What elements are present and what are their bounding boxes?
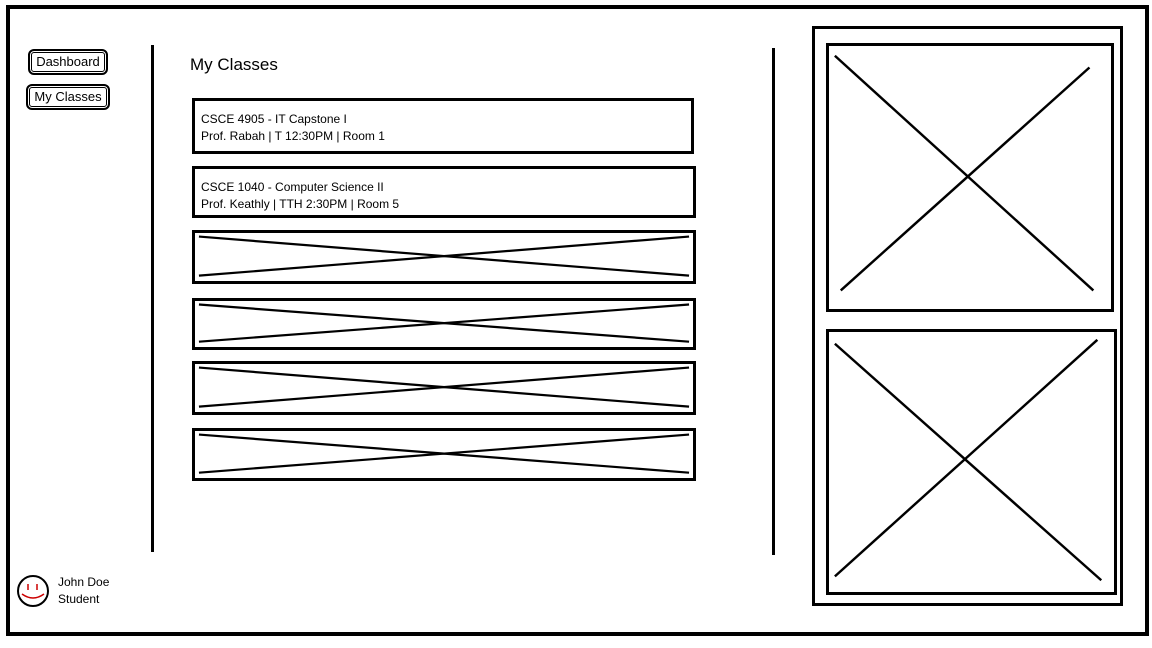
image-placeholder-icon	[198, 235, 690, 277]
class-card-placeholder	[192, 298, 696, 350]
class-title: CSCE 4905 - IT Capstone I	[201, 112, 347, 126]
panel-image-placeholder	[826, 43, 1114, 312]
class-details: Prof. Keathly | TTH 2:30PM | Room 5	[201, 197, 400, 211]
my-classes-button[interactable]: My Classes	[26, 84, 110, 110]
user-role: Student	[58, 592, 100, 606]
image-placeholder-icon	[198, 366, 690, 408]
image-placeholder-icon	[834, 338, 1103, 582]
class-card[interactable]: CSCE 1040 - Computer Science II Prof. Ke…	[192, 166, 696, 218]
image-placeholder-icon	[198, 433, 690, 474]
class-card[interactable]: CSCE 4905 - IT Capstone I Prof. Rabah | …	[192, 98, 694, 154]
sidebar-divider	[151, 45, 154, 552]
image-placeholder-icon	[834, 54, 1095, 292]
dashboard-button[interactable]: Dashboard	[28, 49, 108, 75]
class-title: CSCE 1040 - Computer Science II	[201, 180, 384, 194]
right-panel	[812, 26, 1123, 606]
class-details: Prof. Rabah | T 12:30PM | Room 1	[201, 129, 385, 143]
page-title: My Classes	[190, 55, 278, 74]
user-name: John Doe	[58, 575, 110, 589]
smiley-face-icon	[17, 575, 49, 607]
class-card-placeholder	[192, 230, 696, 284]
panel-image-placeholder	[826, 329, 1117, 595]
class-card-placeholder	[192, 428, 696, 481]
class-card-placeholder	[192, 361, 696, 415]
content-divider	[772, 48, 775, 555]
image-placeholder-icon	[198, 303, 690, 343]
